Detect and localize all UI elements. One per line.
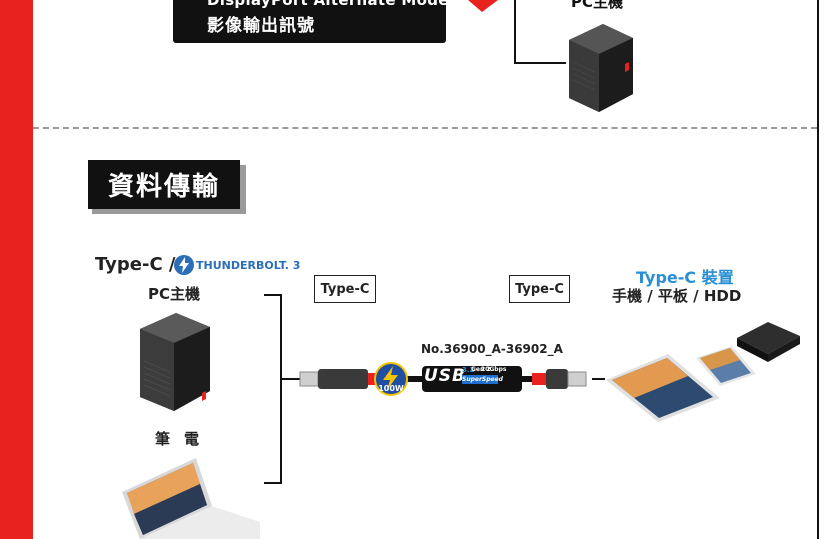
- dp-alt-mode-box: [173, 0, 446, 43]
- power-bolt-icon: [374, 362, 408, 396]
- power-label: 100W: [378, 384, 404, 393]
- usb-logo-text: USB: [424, 366, 467, 386]
- cable-model-label: No.36900_A-36902_A: [421, 342, 563, 356]
- top-pc-label: PC主機: [571, 0, 624, 11]
- hdd-icon: [737, 322, 800, 362]
- pc-label: PC主機: [148, 285, 201, 303]
- section-divider: [33, 127, 817, 129]
- usb-version-text: 3.2: [462, 366, 475, 374]
- section-title: 資料傳輸: [88, 160, 240, 209]
- red-side-bar: [0, 0, 33, 539]
- frame-right-border: [817, 0, 819, 539]
- red-arrow-icon: [468, 0, 498, 12]
- notebook-label: 筆電: [155, 430, 214, 448]
- video-output-text: 影像輸出訊號: [207, 16, 315, 36]
- tablet-icon: [606, 354, 720, 422]
- typec-device-title: Type-C 裝置: [636, 268, 734, 287]
- thunderbolt-label: THUNDERBOLT. 3: [196, 259, 301, 272]
- usb-gen-text: Gen 2: [471, 366, 491, 373]
- phone-icon: [696, 346, 756, 386]
- devices-illustration: [606, 322, 800, 422]
- pc-tower-icon: [140, 313, 210, 411]
- typec-label: Type-C /: [95, 254, 176, 275]
- left-port-label: Type-C: [314, 275, 376, 303]
- pc-tower-icon: [569, 24, 633, 112]
- source-bracket: [264, 294, 282, 484]
- connector-line-top: [514, 0, 566, 64]
- laptop-icon: [122, 458, 260, 539]
- dp-alt-mode-text: DisplayPort Alternate Mode: [207, 0, 449, 9]
- usb-speed-text: 20Gbps: [481, 366, 507, 373]
- device-types-label: 手機 / 平板 / HDD: [612, 287, 742, 305]
- right-port-label: Type-C: [509, 275, 570, 303]
- thunderbolt-icon: [174, 255, 194, 275]
- superspeed-text: SuperSpeed: [462, 375, 503, 384]
